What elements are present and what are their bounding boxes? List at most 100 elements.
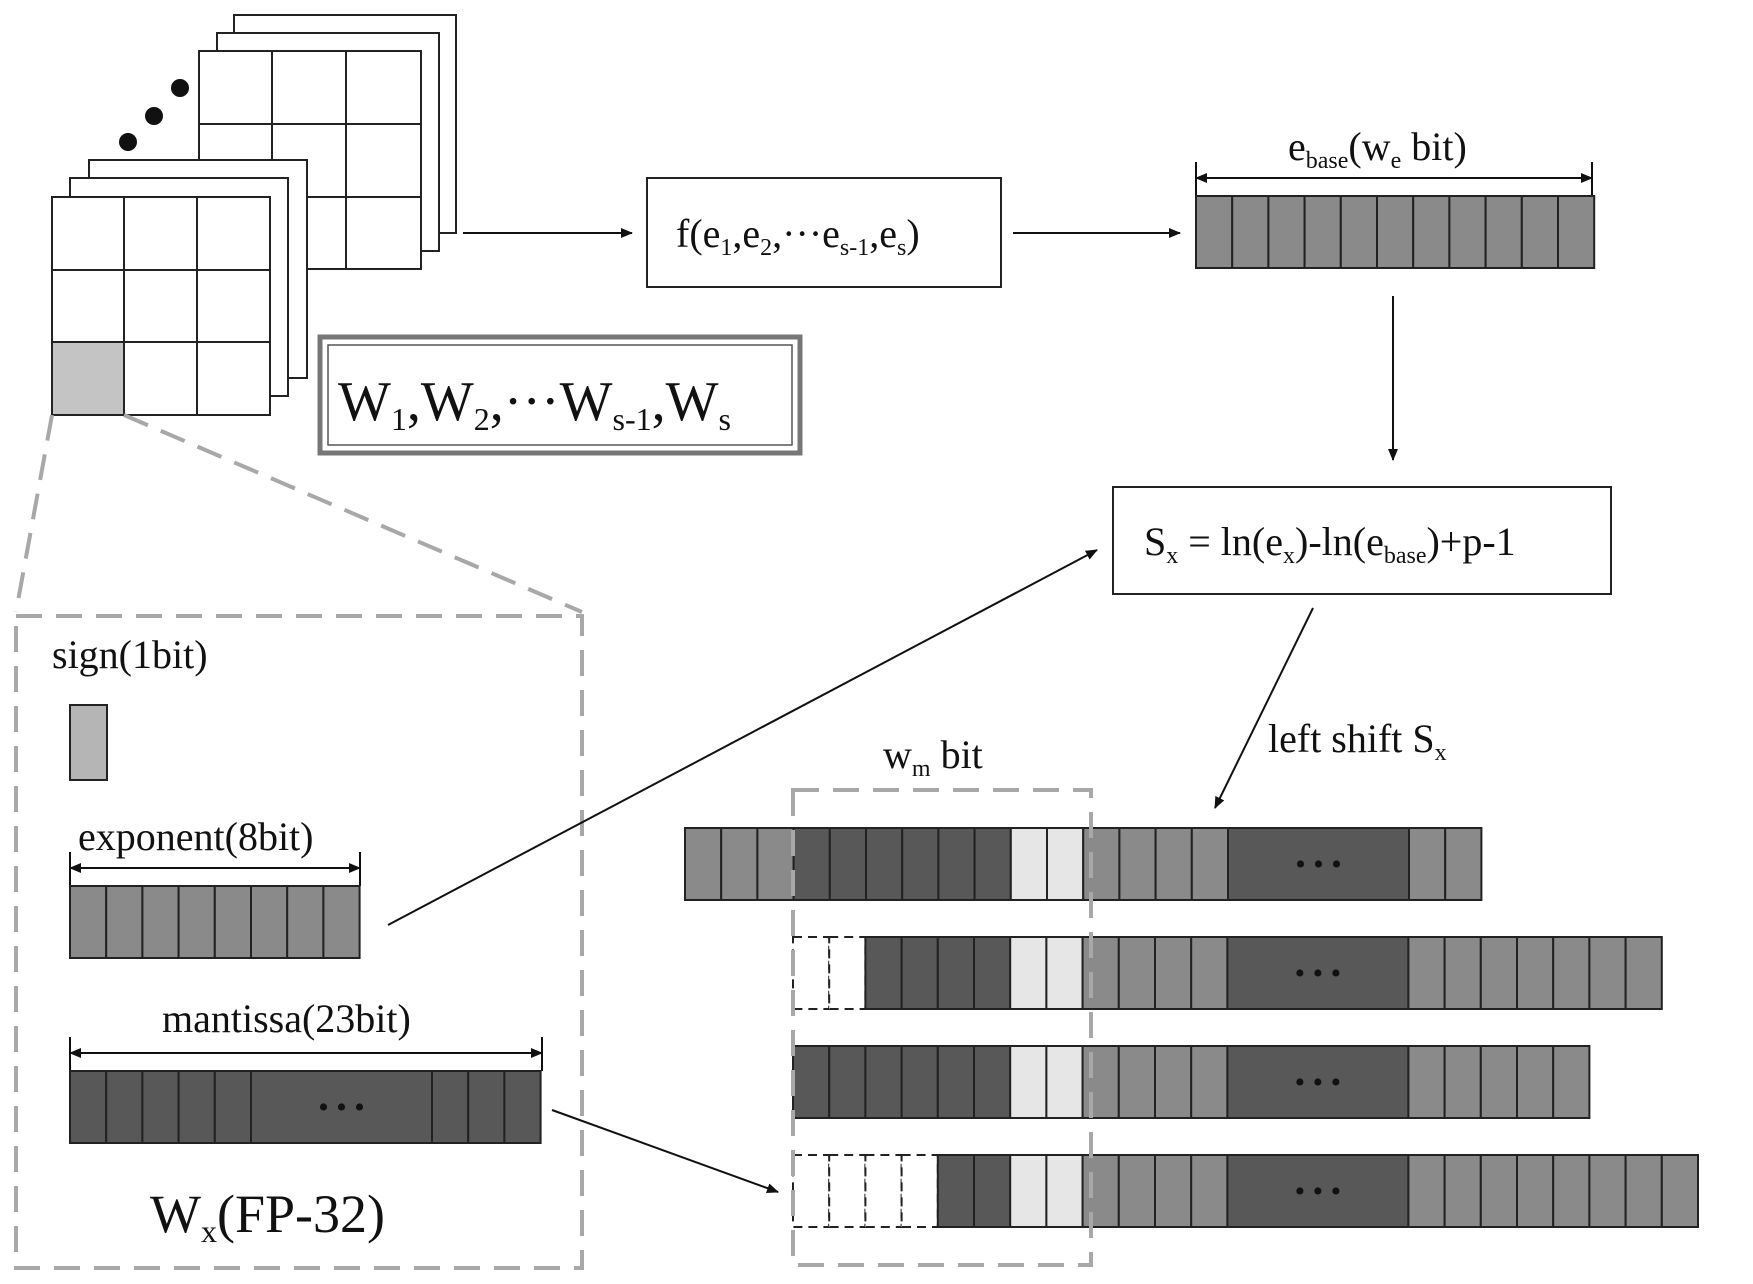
bit-cell	[936, 1154, 975, 1228]
ebase-bits	[1195, 195, 1596, 269]
bit-cell	[1408, 827, 1447, 901]
bit-cell	[1412, 195, 1451, 269]
bit-cell	[937, 827, 976, 901]
bit-cell	[828, 936, 867, 1010]
bit-cell	[900, 936, 939, 1010]
sx-formula: Sx = ln(ex)-ln(ebase)+p-1	[1144, 519, 1516, 569]
ellipsis-dots	[119, 79, 189, 151]
bit-ellipsis-block	[250, 1070, 433, 1144]
weight-matrix-stack-front	[51, 159, 308, 416]
shifted-row-1: • • •	[684, 827, 1483, 901]
bit-cell	[1443, 1154, 1482, 1228]
bit-cell	[1009, 1154, 1048, 1228]
bit-cell	[1190, 1045, 1229, 1119]
bit-cell	[936, 936, 975, 1010]
bit-cell	[973, 1045, 1012, 1119]
sx-box: Sx = ln(ex)-ln(ebase)+p-1	[1112, 486, 1612, 595]
bit-cell	[828, 1045, 867, 1119]
bit-cell	[792, 1045, 831, 1119]
ebase-label: ebase(we bit)	[1288, 124, 1467, 174]
bit-cell	[792, 1154, 831, 1228]
bit-cell	[684, 827, 723, 901]
arrow-mantissa-to-rows	[551, 1109, 779, 1193]
bit-cell	[1154, 1154, 1193, 1228]
bit-cell	[1479, 936, 1519, 1010]
bit-cell	[1154, 827, 1193, 901]
bit-cell	[105, 885, 144, 959]
bit-cell	[1479, 1154, 1519, 1228]
bit-cell	[900, 1045, 939, 1119]
bit-cell	[1154, 1045, 1193, 1119]
bit-cell	[720, 827, 759, 901]
left-shift-label: left shift Sx	[1268, 716, 1447, 766]
bit-cell	[1588, 936, 1627, 1010]
bit-cell	[1267, 195, 1306, 269]
shifted-row-2: • • •	[792, 936, 1663, 1010]
bit-cell	[467, 1070, 506, 1144]
bit-ellipsis-block	[1227, 827, 1410, 901]
sign-label: sign(1bit)	[52, 632, 208, 677]
bit-ellipsis: • • •	[1295, 957, 1342, 990]
bit-cell	[1552, 1154, 1591, 1228]
bit-cell	[1660, 1154, 1700, 1228]
bit-cell	[1557, 195, 1596, 269]
bit-cell	[1407, 1154, 1446, 1228]
bit-cell	[69, 1070, 108, 1144]
bit-ellipsis: • • •	[1295, 1175, 1342, 1208]
bit-cell	[1190, 1154, 1229, 1228]
bit-cell	[1045, 1045, 1084, 1119]
bit-cell	[973, 827, 1012, 901]
bit-cell	[1045, 936, 1084, 1010]
bit-cell	[1303, 195, 1342, 269]
bit-cell	[864, 1154, 903, 1228]
exponent-label: exponent(8bit)	[78, 814, 314, 859]
fp32-detail-box	[14, 614, 584, 1270]
bit-cell	[286, 885, 325, 959]
bit-ellipsis: • • •	[1295, 848, 1342, 881]
bit-cell	[792, 936, 831, 1010]
bit-ellipsis-block	[1226, 936, 1410, 1010]
bit-ellipsis-block	[1226, 1045, 1410, 1119]
bit-cell	[322, 885, 361, 959]
shifted-row-3: • • •	[792, 1045, 1591, 1119]
bit-cell	[1190, 936, 1229, 1010]
bit-ellipsis-block	[1226, 1154, 1410, 1228]
mantissa-label: mantissa(23bit)	[162, 996, 411, 1041]
bit-cell	[1448, 195, 1487, 269]
bit-cell	[1516, 1045, 1555, 1119]
bit-cell	[1479, 1045, 1519, 1119]
func-box: f(e1,e2,···es-1,es)	[646, 177, 1002, 288]
bit-cell	[1407, 936, 1446, 1010]
bit-cell	[1516, 1154, 1555, 1228]
bit-cell	[1624, 1154, 1663, 1228]
arrow-left-shift	[1214, 607, 1314, 809]
bit-cell	[828, 1154, 867, 1228]
bit-cell	[503, 1070, 542, 1144]
bit-cell	[901, 827, 940, 901]
bit-cell	[756, 827, 795, 901]
bit-cell	[1117, 1045, 1157, 1119]
bit-cell	[1009, 936, 1048, 1010]
bit-cell	[973, 936, 1012, 1010]
bit-ellipsis: • • •	[318, 1091, 365, 1124]
bit-cell	[105, 1070, 144, 1144]
weights-label-box: W1,W2,···Ws-1,Ws	[317, 334, 803, 456]
bit-cell	[141, 1070, 180, 1144]
bit-cell	[1231, 195, 1270, 269]
bit-cell	[864, 936, 903, 1010]
bit-cell	[1588, 1154, 1627, 1228]
bit-cell	[1552, 936, 1591, 1010]
bit-cell	[1118, 827, 1157, 901]
bit-cell	[1009, 1045, 1048, 1119]
mantissa-bar: • • •	[69, 1070, 542, 1144]
bit-cell	[900, 1154, 939, 1228]
bit-cell	[213, 1070, 253, 1144]
bit-cell	[1520, 195, 1560, 269]
bit-cell	[973, 1154, 1012, 1228]
wm-bit-label: wm bit	[883, 732, 983, 782]
bit-cell	[1516, 936, 1555, 1010]
ebase-bar	[1195, 195, 1596, 269]
mantissa-bits: • • •	[69, 1070, 542, 1144]
bit-cell	[177, 885, 216, 959]
